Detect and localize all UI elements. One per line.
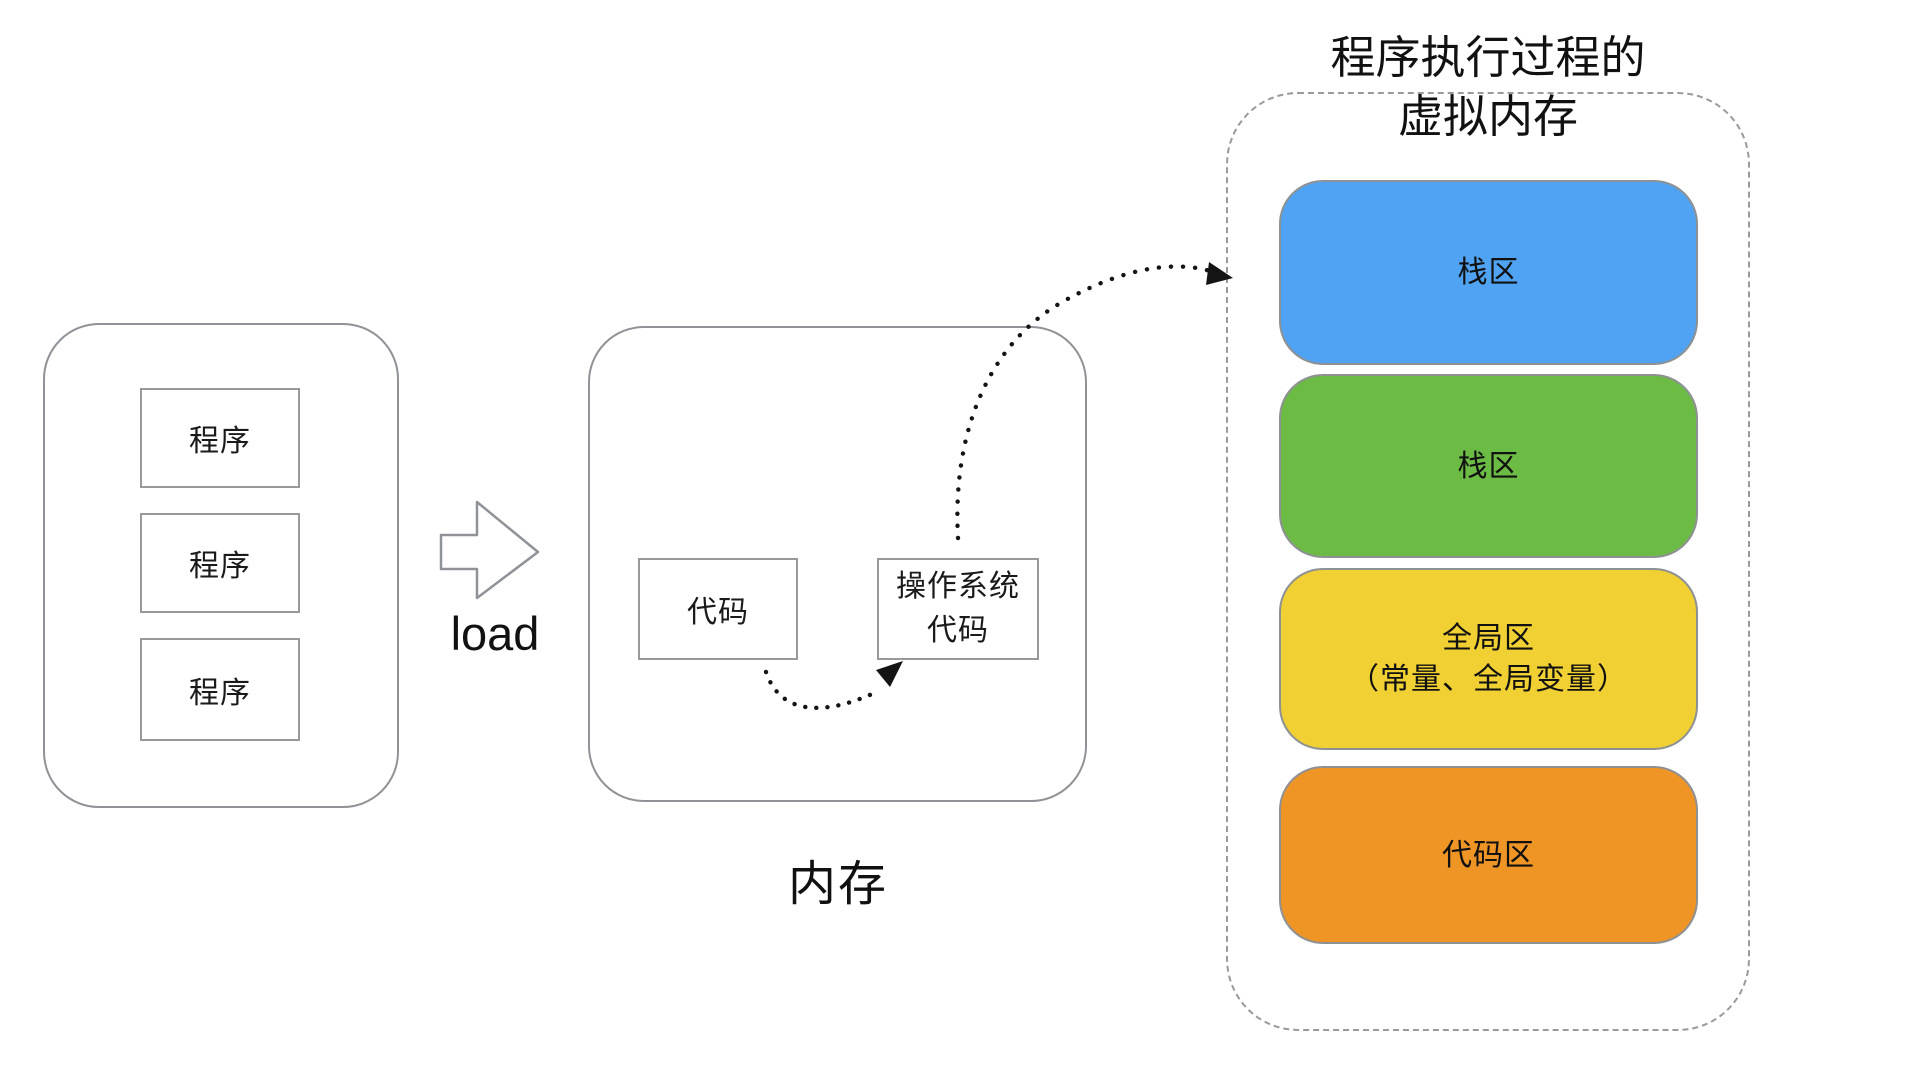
program-box-1-label: 程序 — [189, 425, 251, 458]
os-code-box: 操作系统 代码 — [877, 558, 1039, 660]
segment-stack-green: 栈区 — [1279, 374, 1698, 558]
program-box-3-label: 程序 — [189, 676, 251, 710]
virtual-memory-title: 程序执行过程的 虚拟内存 — [1226, 28, 1750, 158]
segment-code-orange-label: 代码区 — [1442, 838, 1535, 872]
program-box-1: 程序 — [140, 388, 300, 488]
memory-label: 内存 — [787, 858, 888, 911]
segment-code-orange: 代码区 — [1279, 766, 1698, 944]
os-code-box-label-line1: 操作系统 — [896, 570, 1020, 603]
program-box-3: 程序 — [140, 638, 300, 741]
code-box: 代码 — [638, 558, 798, 660]
program-box-2-label: 程序 — [189, 550, 251, 583]
os-code-box-label-line2: 代码 — [927, 614, 989, 647]
load-arrow-icon — [439, 500, 540, 600]
segment-stack-blue: 栈区 — [1279, 180, 1698, 365]
segment-stack-green-label: 栈区 — [1457, 449, 1520, 483]
virtual-memory-title-line1: 程序执行过程的 — [1330, 32, 1646, 83]
code-box-label: 代码 — [687, 596, 749, 629]
virtual-memory-title-line2: 虚拟内存 — [1397, 91, 1578, 142]
segment-stack-blue-label: 栈区 — [1457, 256, 1520, 289]
segment-global-yellow-sublabel: （常量、全局变量） — [1349, 663, 1628, 696]
segment-global-yellow: 全局区 （常量、全局变量） — [1279, 568, 1698, 750]
load-label: load — [450, 607, 540, 660]
program-box-2: 程序 — [140, 513, 300, 613]
segment-global-yellow-label: 全局区 — [1442, 622, 1535, 655]
